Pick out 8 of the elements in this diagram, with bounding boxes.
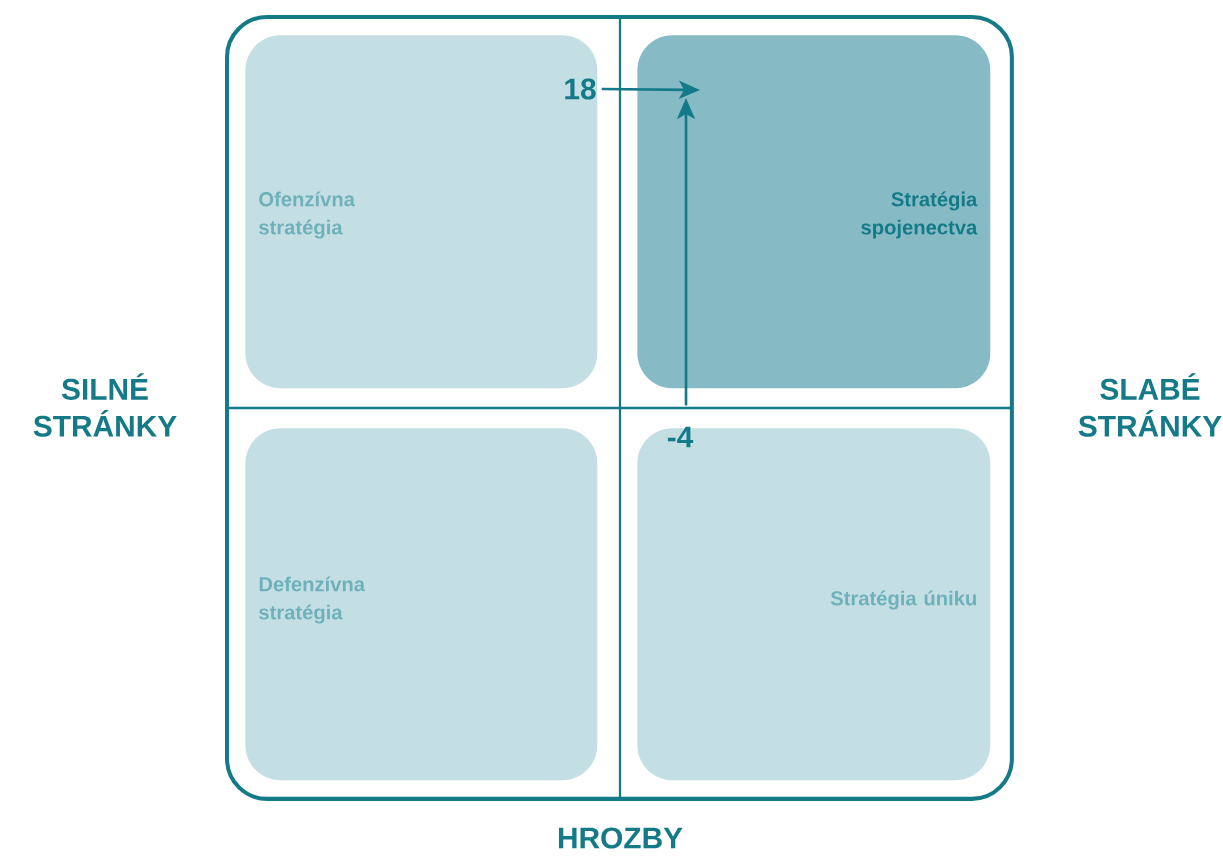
- axis-label: SLABÉ STRÁNKY: [1078, 373, 1222, 437]
- value-label: 18: [565, 78, 596, 100]
- quadrant-box: Stratégia spojenectva: [637, 35, 991, 389]
- axis-label: HROZBY: [558, 827, 683, 849]
- quadrant-box: Defenzívna stratégia: [245, 428, 598, 781]
- frame-box: [225, 15, 1014, 801]
- axis-label: SILNÉ STRÁNKY: [33, 373, 177, 437]
- value-label: -4: [667, 426, 694, 448]
